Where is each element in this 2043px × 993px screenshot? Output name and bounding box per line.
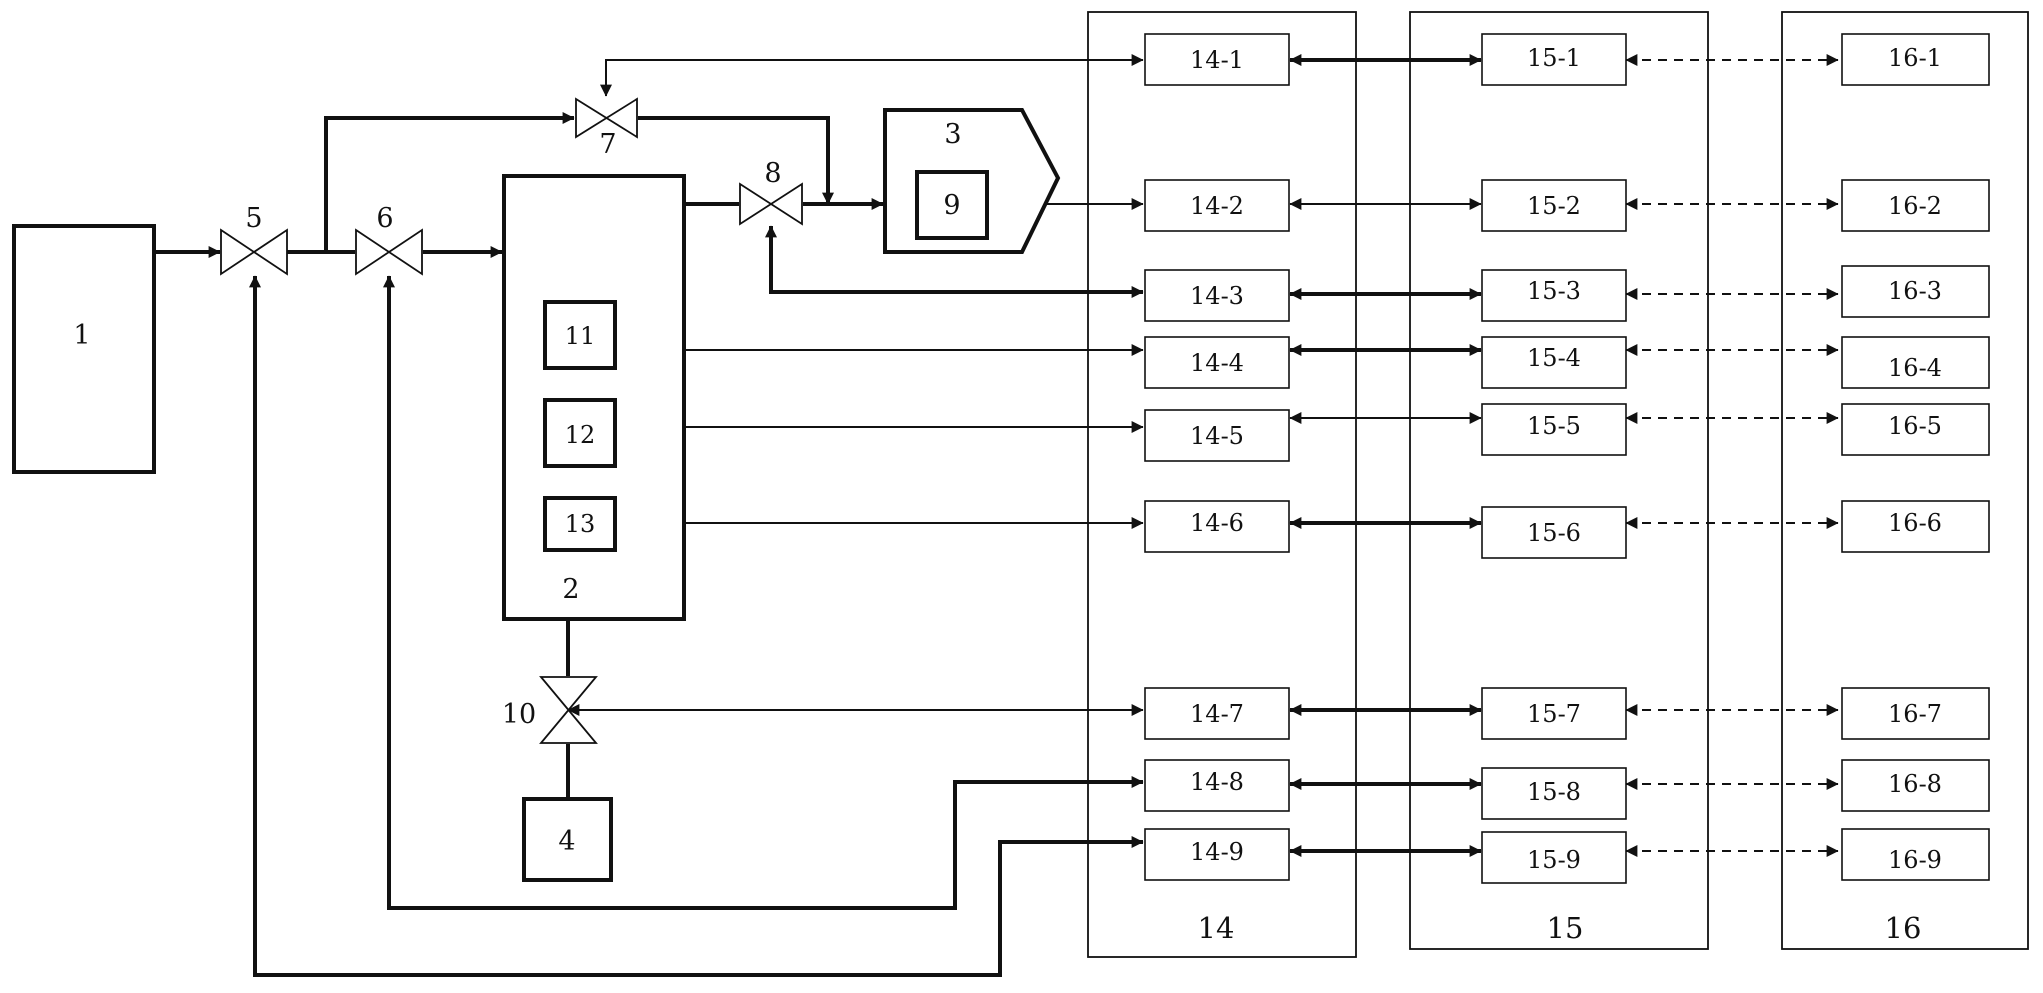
module-16-7-label: 16-7 [1888, 700, 1942, 728]
module-16-6-label: 16-6 [1888, 509, 1942, 537]
module-14-6-box [1144, 500, 1290, 553]
module-15-8-label: 15-8 [1527, 778, 1581, 806]
module-15-9-label: 15-9 [1527, 846, 1581, 874]
module-14-3-label: 14-3 [1190, 282, 1244, 310]
module-15-3-box [1481, 269, 1627, 322]
module-16-8-label: 16-8 [1888, 770, 1942, 798]
valve-8-label: 8 [764, 158, 781, 189]
module-14-8-box [1144, 759, 1290, 812]
component-9-box [915, 170, 989, 240]
module-14-5-label: 14-5 [1190, 422, 1244, 450]
module-16-1-box [1841, 33, 1990, 86]
component-4-box [522, 797, 613, 882]
module-16-5-label: 16-5 [1888, 412, 1942, 440]
component-4-label: 4 [558, 826, 575, 857]
module-14-5-box [1144, 409, 1290, 462]
module-15-2-box [1481, 179, 1627, 232]
component-11-label: 11 [565, 322, 596, 350]
module-16-4-box [1841, 336, 1990, 389]
module-15-1-label: 15-1 [1527, 44, 1581, 72]
module-14-9-label: 14-9 [1190, 838, 1244, 866]
column-16-label: 16 [1885, 911, 1922, 945]
column-14-label: 14 [1198, 911, 1235, 945]
valve-10 [539, 676, 598, 744]
valve-6 [355, 228, 423, 276]
column-16-modules: 16-1 16-2 16-3 16-4 16-5 16-6 16-7 16-8 … [1841, 33, 1990, 881]
module-15-6-label: 15-6 [1527, 519, 1581, 547]
module-14-1-box [1144, 33, 1290, 86]
module-15-6-box [1481, 506, 1627, 559]
component-13-label: 13 [565, 510, 596, 538]
component-12-label: 12 [565, 421, 596, 449]
module-14-6-label: 14-6 [1190, 509, 1244, 537]
valve-8 [739, 182, 803, 226]
module-14-7-label: 14-7 [1190, 700, 1244, 728]
module-16-3-box [1841, 265, 1990, 318]
module-15-1-box [1481, 33, 1627, 86]
module-16-5-box [1841, 403, 1990, 456]
module-15-5-box [1481, 403, 1627, 456]
module-16-2-label: 16-2 [1888, 192, 1942, 220]
module-15-5-label: 15-5 [1527, 412, 1581, 440]
column-16-frame [1781, 11, 2029, 950]
column-14-frame [1087, 11, 1357, 958]
component-12-box [543, 398, 617, 468]
module-14-4-box [1144, 336, 1290, 389]
valve-7-label: 7 [599, 129, 616, 160]
line-14-9-to-valve-5 [249, 275, 1144, 977]
column-14-modules: 14-1 14-2 14-3 14-4 14-5 14-6 14-7 14-8 … [1144, 33, 1290, 881]
module-16-9-label: 16-9 [1888, 846, 1942, 874]
component-3-label: 3 [944, 119, 961, 150]
module-14-1-label: 14-1 [1190, 46, 1244, 74]
valve-5-label: 5 [245, 203, 262, 234]
component-11-box [543, 300, 617, 370]
valve-10-label: 10 [502, 699, 536, 730]
module-16-2-box [1841, 179, 1990, 232]
component-1-box [12, 224, 156, 474]
module-16-3-label: 16-3 [1888, 277, 1942, 305]
module-16-6-box [1841, 500, 1990, 553]
module-14-2-box [1144, 179, 1290, 232]
column-15-frame [1409, 11, 1709, 950]
module-14-3-box [1144, 269, 1290, 322]
module-14-4-label: 14-4 [1190, 349, 1244, 377]
column-15-label: 15 [1547, 911, 1584, 945]
module-14-9-box [1144, 828, 1290, 881]
line-bypass-to-valve-7 [324, 112, 575, 252]
module-16-7-box [1841, 687, 1990, 740]
module-14-7-box [1144, 687, 1290, 740]
valve-6-label: 6 [376, 203, 393, 234]
module-15-3-label: 15-3 [1527, 277, 1581, 305]
line-14-1-to-valve-7 [600, 54, 1144, 97]
valve-7 [575, 97, 638, 139]
module-15-7-label: 15-7 [1527, 700, 1581, 728]
component-2-label: 2 [562, 574, 579, 605]
component-1-label: 1 [73, 320, 90, 351]
module-15-8-box [1481, 767, 1627, 820]
line-valve-7-to-3 [638, 116, 834, 205]
module-14-8-label: 14-8 [1190, 768, 1244, 796]
component-9-label: 9 [943, 190, 960, 221]
component-2-box [502, 174, 686, 621]
component-13-box [543, 496, 617, 552]
module-15-7-box [1481, 687, 1627, 740]
module-16-8-box [1841, 759, 1990, 812]
module-15-4-box [1481, 336, 1627, 389]
module-15-4-label: 15-4 [1527, 344, 1581, 372]
module-16-9-box [1841, 828, 1990, 881]
module-14-2-label: 14-2 [1190, 192, 1244, 220]
valve-5 [220, 228, 288, 276]
column-15-modules: 15-1 15-2 15-3 15-4 15-5 15-6 15-7 15-8 … [1481, 33, 1627, 884]
module-15-9-box [1481, 831, 1627, 884]
module-16-1-label: 16-1 [1888, 44, 1942, 72]
module-16-4-label: 16-4 [1888, 354, 1942, 382]
module-15-2-label: 15-2 [1527, 192, 1581, 220]
